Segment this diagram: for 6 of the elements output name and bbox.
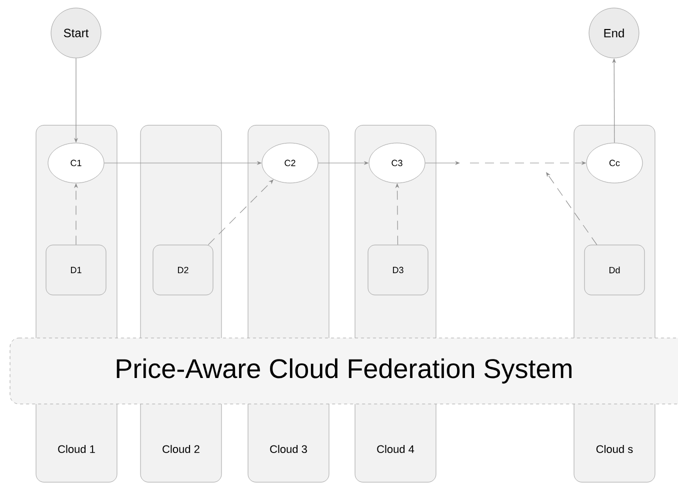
data-box: D3	[368, 244, 428, 296]
data-box: Dd	[584, 244, 645, 296]
arrow	[546, 172, 598, 246]
data-box: D1	[46, 244, 106, 296]
data-box: D2	[152, 244, 214, 296]
system-band: Price-Aware Cloud Federation System	[10, 338, 678, 404]
